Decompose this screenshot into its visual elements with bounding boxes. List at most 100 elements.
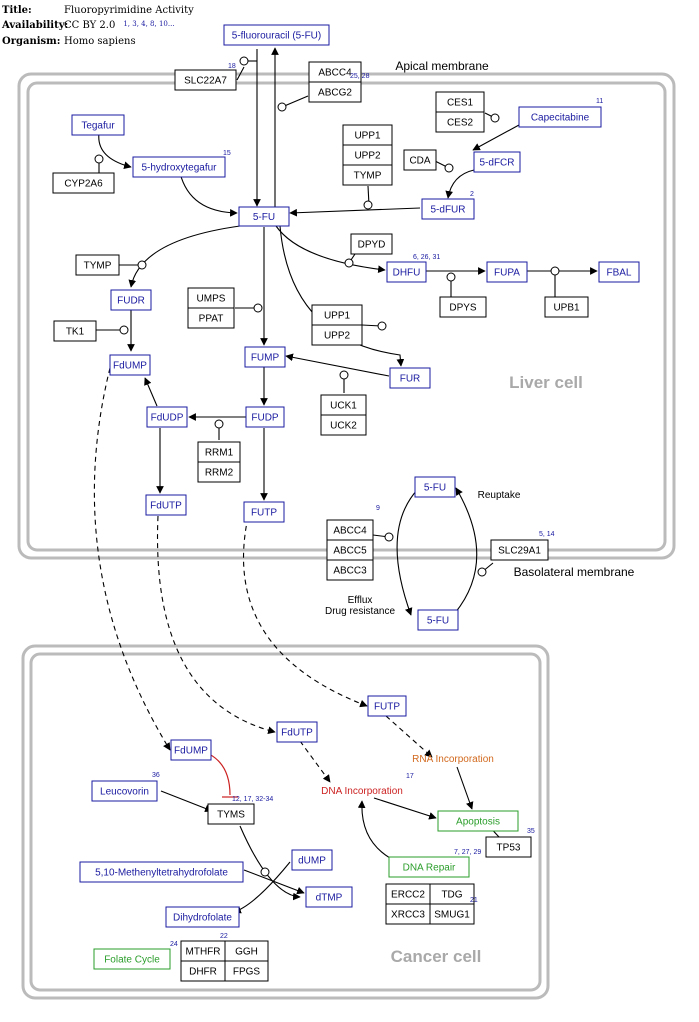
svg-text:MTHFR: MTHFR	[186, 947, 221, 958]
svg-text:SMUG1: SMUG1	[434, 910, 470, 921]
gene-rrm2[interactable]: RRM2	[197, 461, 241, 483]
gene-ggh[interactable]: GGH	[224, 940, 269, 962]
gene-cda[interactable]: CDA	[403, 149, 437, 171]
gene-dhfr[interactable]: DHFR	[180, 960, 226, 982]
gene-uck1[interactable]: UCK1	[320, 394, 367, 416]
pathway-folate-cycle[interactable]: Folate Cycle	[93, 948, 171, 970]
gene-ces1[interactable]: CES1	[435, 91, 485, 113]
gene-abcg2[interactable]: ABCG2	[308, 81, 362, 103]
svg-text:CES2: CES2	[447, 118, 474, 129]
gene-abcc5[interactable]: ABCC5	[326, 539, 374, 561]
metabolite-5-fu-reuptake[interactable]: 5-FU	[414, 476, 456, 498]
metabolite-5-hydroxytegafur[interactable]: 5-hydroxytegafur	[132, 156, 226, 178]
metabolite-futp-cancer[interactable]: FUTP	[367, 695, 407, 717]
metabolite-futp-liver[interactable]: FUTP	[243, 501, 285, 523]
gene-upp1-a[interactable]: UPP1	[342, 124, 393, 146]
gene-mthfr[interactable]: MTHFR	[180, 940, 226, 962]
gene-tyms[interactable]: TYMS	[207, 803, 255, 825]
metabolite-fump[interactable]: FUMP	[244, 346, 286, 368]
gene-abcc4-basolateral[interactable]: ABCC4	[326, 519, 374, 541]
metabolite-fdutp-liver[interactable]: FdUTP	[145, 494, 187, 516]
metabolite-dihydrofolate[interactable]: Dihydrofolate	[165, 906, 240, 928]
gene-cyp2a6[interactable]: CYP2A6	[52, 172, 115, 194]
citation-11[interactable]: 11	[596, 98, 603, 105]
gene-dpyd[interactable]: DPYD	[350, 233, 393, 255]
metabolite-fupa[interactable]: FUPA	[486, 261, 528, 283]
svg-text:GGH: GGH	[235, 947, 258, 958]
gene-slc29a1[interactable]: SLC29A1	[490, 539, 549, 561]
svg-text:DHFU: DHFU	[393, 268, 421, 279]
citation-18[interactable]: 18	[228, 63, 236, 70]
citation-17[interactable]: 17	[406, 773, 414, 780]
metabolite-5-fluorouracil[interactable]: 5-fluorouracil (5-FU)	[223, 24, 330, 46]
svg-text:FUPA: FUPA	[494, 268, 520, 279]
citation-7-27-29[interactable]: 7, 27, 29	[454, 849, 481, 856]
metabolite-dhfu[interactable]: DHFU	[386, 261, 427, 283]
availability-citations[interactable]: 1, 3, 4, 8, 10...	[123, 20, 175, 28]
metabolite-tegafur[interactable]: Tegafur	[71, 114, 125, 136]
metabolite-dump[interactable]: dUMP	[291, 849, 333, 871]
metabolite-5-dfcr[interactable]: 5-dFCR	[473, 151, 521, 173]
gene-upp2-a[interactable]: UPP2	[342, 144, 393, 166]
liver-cell-label: Liver cell	[509, 373, 583, 392]
gene-slc22a7[interactable]: SLC22A7	[174, 69, 237, 91]
dna-incorporation-label: DNA Incorporation	[321, 786, 403, 797]
citation-9[interactable]: 9	[376, 505, 380, 512]
gene-upb1[interactable]: UPB1	[544, 296, 589, 318]
gene-tymp-b[interactable]: TYMP	[75, 254, 120, 276]
metabolite-fdudp[interactable]: FdUDP	[146, 406, 188, 428]
metabolite-leucovorin[interactable]: Leucovorin	[91, 780, 158, 802]
citation-2[interactable]: 2	[470, 191, 474, 198]
citation-15[interactable]: 15	[223, 150, 231, 157]
metabolite-capecitabine[interactable]: Capecitabine	[518, 106, 602, 128]
metabolite-fbal[interactable]: FBAL	[598, 261, 640, 283]
pathway-apoptosis[interactable]: Apoptosis	[437, 810, 519, 832]
gene-fpgs[interactable]: FPGS	[224, 960, 269, 982]
metabolite-5-fu[interactable]: 5-FU	[238, 206, 290, 227]
gene-ercc2[interactable]: ERCC2	[385, 883, 431, 905]
metabolite-dtmp[interactable]: dTMP	[305, 886, 353, 908]
gene-rrm1[interactable]: RRM1	[197, 441, 241, 463]
citation-24[interactable]: 24	[170, 941, 178, 948]
metabolite-methenyltetrahydrofolate[interactable]: 5,10-Methenyltetrahydrofolate	[79, 861, 244, 883]
gene-smug1[interactable]: SMUG1	[429, 903, 475, 925]
metabolite-fudr[interactable]: FUDR	[110, 289, 152, 311]
pathway-dna-repair[interactable]: DNA Repair	[388, 856, 470, 878]
gene-tp53[interactable]: TP53	[485, 836, 532, 858]
gene-dpys[interactable]: DPYS	[439, 296, 487, 318]
gene-tdg[interactable]: TDG	[429, 883, 475, 905]
title-row: Title:Fluoropyrimidine Activity	[2, 5, 194, 16]
citation-22[interactable]: 22	[220, 933, 228, 940]
metabolite-fdump-cancer[interactable]: FdUMP	[170, 739, 212, 761]
citation-12-17-32-34[interactable]: 12, 17, 32-34	[232, 796, 273, 803]
metabolite-5-fu-efflux[interactable]: 5-FU	[417, 609, 459, 631]
svg-text:RRM1: RRM1	[205, 448, 234, 459]
gene-tk1[interactable]: TK1	[53, 320, 97, 342]
metabolite-5-dfur[interactable]: 5-dFUR	[421, 198, 475, 220]
citation-36[interactable]: 36	[152, 772, 160, 779]
svg-text:dUMP: dUMP	[298, 856, 326, 867]
svg-text:ABCG2: ABCG2	[318, 88, 352, 99]
gene-upp2-b[interactable]: UPP2	[311, 324, 363, 346]
svg-text:5-FU: 5-FU	[424, 483, 446, 494]
gene-ces2[interactable]: CES2	[435, 111, 485, 133]
svg-text:5,10-Methenyltetrahydrofolate: 5,10-Methenyltetrahydrofolate	[95, 868, 228, 879]
citation-5-14[interactable]: 5, 14	[539, 531, 555, 538]
citation-35[interactable]: 35	[527, 828, 535, 835]
metabolite-fudp[interactable]: FUDP	[245, 406, 285, 428]
rna-incorporation-label: RNA Incorporation	[412, 754, 494, 765]
svg-text:DPYS: DPYS	[449, 303, 477, 314]
gene-uck2[interactable]: UCK2	[320, 414, 367, 436]
gene-umps[interactable]: UMPS	[187, 287, 235, 309]
gene-abcc3[interactable]: ABCC3	[326, 559, 374, 581]
citation-6-26-31[interactable]: 6, 26, 31	[413, 254, 440, 261]
gene-tymp-a[interactable]: TYMP	[342, 164, 393, 186]
citation-21[interactable]: 21	[470, 897, 478, 904]
gene-ppat[interactable]: PPAT	[187, 307, 235, 329]
metabolite-fur[interactable]: FUR	[389, 367, 431, 389]
metabolite-fdutp-cancer[interactable]: FdUTP	[276, 721, 318, 743]
gene-upp1-b[interactable]: UPP1	[311, 304, 363, 326]
citation-25-28[interactable]: 25, 28	[350, 73, 370, 80]
metabolite-fdump-liver[interactable]: FdUMP	[109, 354, 151, 376]
gene-xrcc3[interactable]: XRCC3	[385, 903, 431, 925]
